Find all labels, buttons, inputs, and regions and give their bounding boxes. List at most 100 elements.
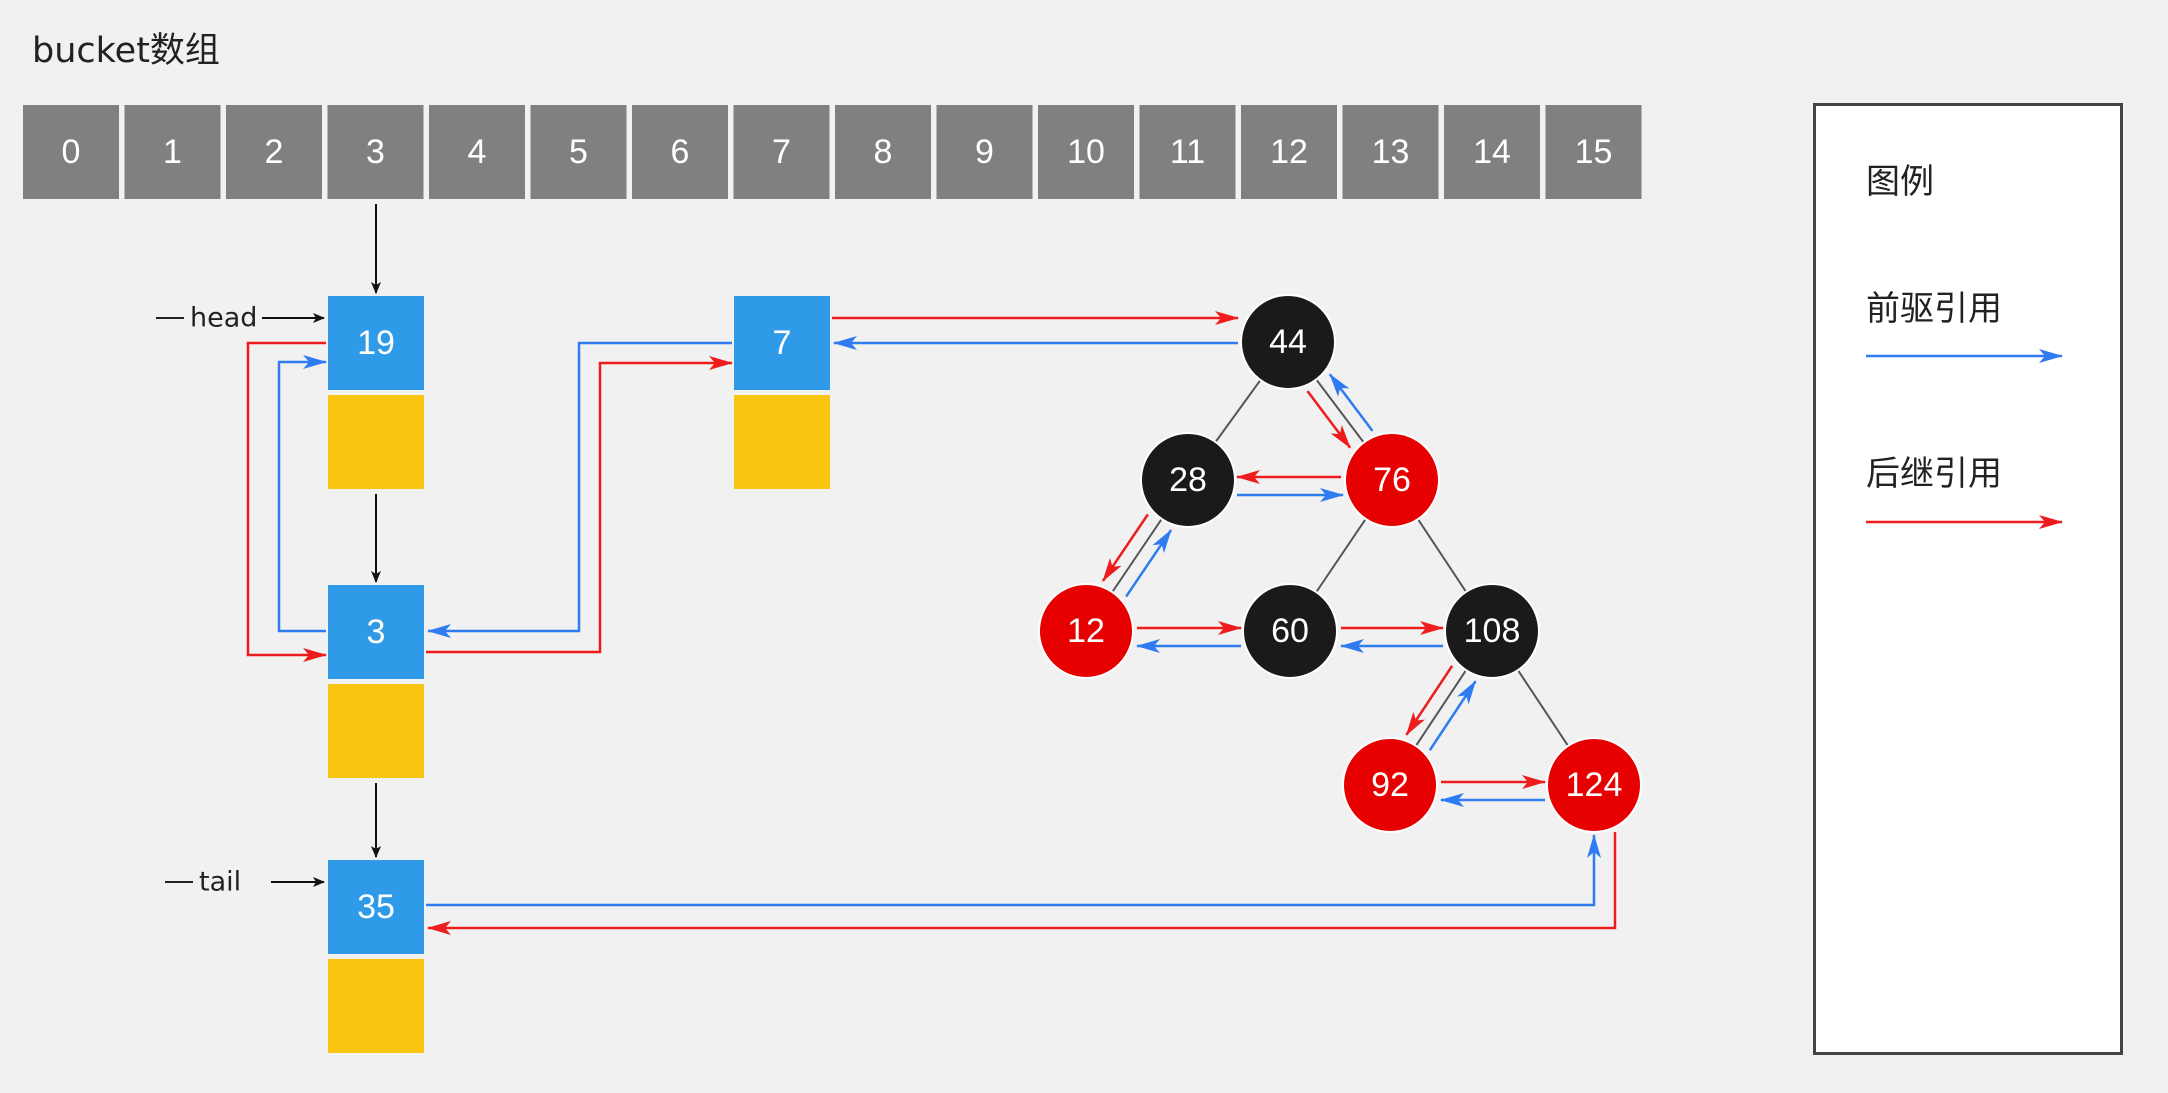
tree-node-key: 108 (1464, 612, 1521, 650)
bucket-cell-8[interactable]: 8 (835, 105, 931, 199)
node-key-box (328, 296, 424, 390)
bucket-cell-index: 11 (1170, 133, 1205, 171)
node-key-label: 7 (773, 324, 792, 362)
tree-node-124[interactable]: 124 (1546, 737, 1642, 833)
node-key-label: 19 (357, 324, 395, 362)
legend-label-next: 后继引用 (1866, 454, 2002, 494)
prev-reference-arrow-icon (1866, 349, 2063, 363)
bucket-cell-box (733, 105, 830, 199)
node-value-box (328, 959, 424, 1053)
tree-node-circle (1038, 583, 1134, 679)
tree-node-circle (1444, 583, 1540, 679)
bucket-cell-box (1139, 105, 1236, 199)
bucket-array-title: bucket数组 (32, 31, 220, 71)
prev-ref-44-76 (1328, 373, 1374, 432)
node-value-box (328, 684, 424, 778)
bucket-cell-index: 12 (1270, 133, 1308, 171)
bucket-cell-index: 8 (874, 133, 893, 171)
node-key-label: 3 (367, 613, 386, 651)
legend-panel: 图例 前驱引用 后继引用 (1813, 103, 2123, 1055)
bucket-cell-index: 7 (772, 133, 791, 171)
bucket-cell-index: 14 (1473, 133, 1511, 171)
bucket-cell-13[interactable]: 13 (1342, 105, 1439, 199)
bucket-cell-box (23, 105, 119, 199)
tree-node-circle (1342, 737, 1438, 833)
prev-ref-35-to-124 (426, 834, 1601, 907)
next-ref-19-to-3 (246, 341, 327, 662)
tree-node-key: 124 (1566, 766, 1623, 804)
bucket-cell-14[interactable]: 14 (1444, 105, 1540, 199)
tree-node-circle (1242, 583, 1338, 679)
next-reference-arrow-icon (1866, 515, 2063, 529)
list-node-7[interactable]: 7 (734, 296, 830, 489)
tree-node-60[interactable]: 60 (1242, 583, 1338, 679)
tail-pointer: tail (165, 867, 325, 898)
tree-node-key: 60 (1271, 612, 1309, 650)
next-ref-28-12 (1101, 513, 1149, 582)
bucket-cell-1[interactable]: 1 (124, 105, 221, 199)
bucket-cell-index: 10 (1067, 133, 1105, 171)
list-node-19[interactable]: 19 (328, 296, 424, 489)
node-key-box (328, 585, 424, 679)
tree-node-44[interactable]: 44 (1240, 294, 1336, 390)
bucket-cell-11[interactable]: 11 (1139, 105, 1236, 199)
bucket-cell-0[interactable]: 0 (23, 105, 119, 199)
tree-node-76[interactable]: 76 (1344, 432, 1440, 528)
bucket-cell-box (1241, 105, 1337, 199)
bucket-cell-5[interactable]: 5 (530, 105, 627, 199)
bucket-cell-15[interactable]: 15 (1545, 105, 1642, 199)
node-key-box (328, 860, 424, 954)
list-node-3[interactable]: 3 (328, 585, 424, 778)
pointer-labels: head tail (156, 303, 325, 898)
legend-title: 图例 (1866, 162, 1934, 202)
tree-node-circle (1344, 432, 1440, 528)
bucket-cell-box (1444, 105, 1540, 199)
bucket-cell-2[interactable]: 2 (226, 105, 322, 199)
prev-ref-108-92 (1428, 680, 1477, 751)
tree-node-circle (1140, 432, 1236, 528)
tree-node-92[interactable]: 92 (1342, 737, 1438, 833)
next-ref-108-92 (1405, 665, 1454, 736)
tree-node-28[interactable]: 28 (1140, 432, 1236, 528)
bucket-cell-box (327, 105, 424, 199)
bucket-cell-box (1038, 105, 1134, 199)
tree-node-circle (1546, 737, 1642, 833)
list-node-35[interactable]: 35 (328, 860, 424, 1053)
bucket-cell-index: 4 (468, 133, 487, 171)
bucket-cell-7[interactable]: 7 (733, 105, 830, 199)
tree-node-circle (1240, 294, 1336, 390)
node-key-label: 35 (357, 888, 395, 926)
bucket-cell-index: 3 (366, 133, 385, 171)
reference-links (246, 204, 1617, 935)
tree-node-108[interactable]: 108 (1444, 583, 1540, 679)
label-text: tail (199, 867, 241, 898)
bucket-cell-6[interactable]: 6 (632, 105, 728, 199)
bucket-cell-index: 1 (163, 133, 182, 171)
bucket-cell-9[interactable]: 9 (936, 105, 1033, 199)
bucket-cell-12[interactable]: 12 (1241, 105, 1337, 199)
label-text: head (190, 303, 257, 334)
bucket-cell-box (429, 105, 525, 199)
bucket-cell-3[interactable]: 3 (327, 105, 424, 199)
bucket-cell-box (226, 105, 322, 199)
head-pointer: head (156, 303, 325, 334)
bucket-cell-4[interactable]: 4 (429, 105, 525, 199)
legend-label-prev: 前驱引用 (1866, 289, 2002, 329)
bucket-cell-10[interactable]: 10 (1038, 105, 1134, 199)
prev-ref-7-to-3 (427, 341, 732, 638)
bucket-cell-box (936, 105, 1033, 199)
prev-ref-28-12 (1125, 529, 1173, 598)
tree-node-12[interactable]: 12 (1038, 583, 1134, 679)
bucket-cell-index: 13 (1372, 133, 1410, 171)
prev-ref-3-to-19 (277, 355, 327, 633)
bucket-cell-index: 5 (569, 133, 588, 171)
bucket-cell-box (1342, 105, 1439, 199)
bucket-cell-index: 6 (671, 133, 690, 171)
node-key-box (734, 296, 830, 390)
bucket-cell-box (632, 105, 728, 199)
next-ref-124-to-35 (427, 832, 1617, 935)
bucket-cell-index: 2 (265, 133, 284, 171)
